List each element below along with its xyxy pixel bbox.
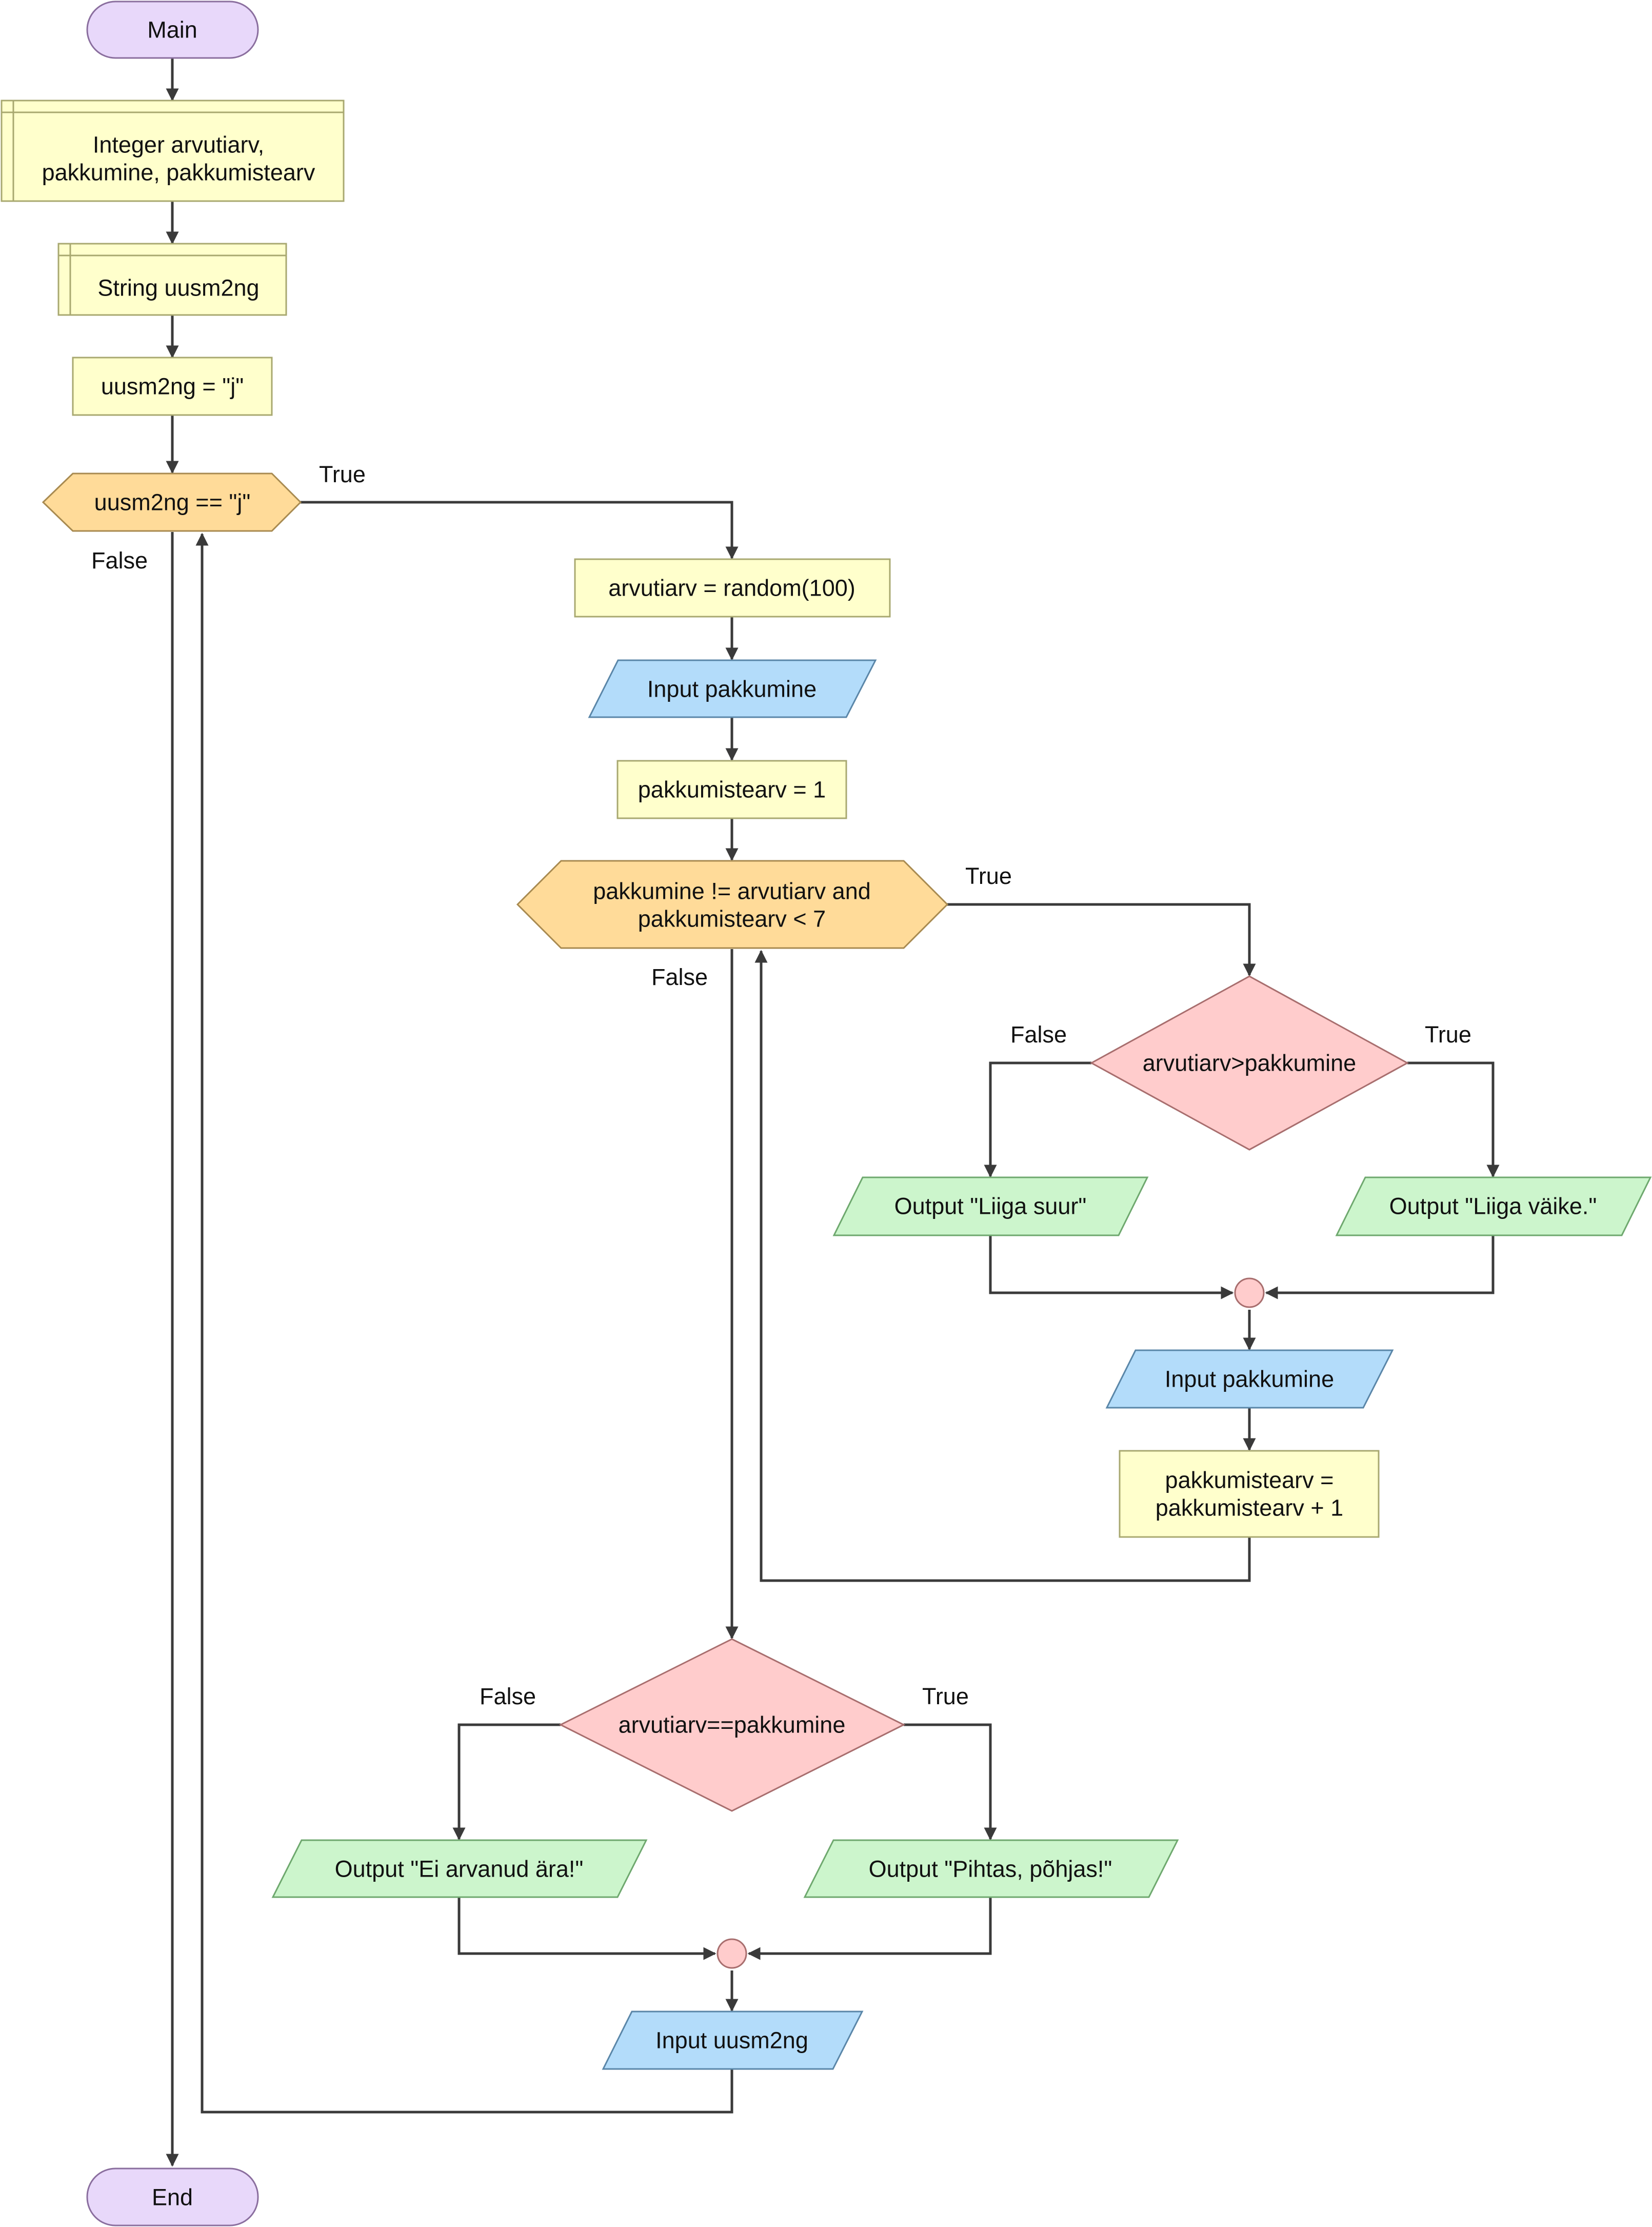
edge-inner-true xyxy=(947,903,1256,977)
assign-count-increment-line2: pakkumistearv + 1 xyxy=(1156,1495,1343,1521)
decision-equal-label: arvutiarv==pakkumine xyxy=(619,1712,846,1738)
edge-gt-false xyxy=(984,1061,1091,1178)
assign-uusm2ng: uusm2ng = "j" xyxy=(72,357,273,416)
assign-count-increment-line1: pakkumistearv = xyxy=(1165,1467,1334,1493)
edge-eq-true xyxy=(904,1723,997,1841)
declare-integers-line2: pakkumine, pakkumistearv xyxy=(42,160,315,186)
edge-increment-loop-back xyxy=(754,950,1251,1582)
decision-equal: arvutiarv==pakkumine xyxy=(559,1638,906,1812)
decision-greater-label: arvutiarv>pakkumine xyxy=(1143,1050,1356,1076)
label-outer-true: True xyxy=(319,461,366,487)
label-outer-false: False xyxy=(91,547,148,574)
output-liiga-suur-label: Output "Liiga suur" xyxy=(894,1193,1087,1219)
assign-count-increment: pakkumistearv = pakkumistearv + 1 xyxy=(1119,1450,1380,1538)
output-pihtas: Output "Pihtas, põhjas!" xyxy=(803,1839,1179,1898)
output-liiga-suur: Output "Liiga suur" xyxy=(832,1176,1149,1236)
loop-outer: uusm2ng == "j" xyxy=(42,472,302,532)
loop-outer-label: uusm2ng == "j" xyxy=(94,489,251,516)
input-pakkumine-second: Input pakkumine xyxy=(1105,1349,1394,1409)
edge-eq-false xyxy=(452,1723,561,1841)
edge-labels: True False True False False True False T… xyxy=(91,461,1471,1709)
label-eq-false: False xyxy=(480,1683,536,1709)
label-inner-true: True xyxy=(965,863,1012,889)
input-pakkumine-second-label: Input pakkumine xyxy=(1165,1366,1334,1392)
edge-outer-loop-back xyxy=(195,533,733,2114)
terminal-main-label: Main xyxy=(147,17,197,43)
terminal-end: End xyxy=(86,2167,259,2226)
label-inner-false: False xyxy=(651,964,708,990)
label-eq-true: True xyxy=(922,1683,969,1709)
merge-junction-outer xyxy=(716,1938,747,1969)
label-gt-false: False xyxy=(1010,1021,1067,1048)
input-uusm2ng-label: Input uusm2ng xyxy=(655,2027,808,2054)
assign-count-init-label: pakkumistearv = 1 xyxy=(638,777,826,803)
output-ei-arvanud-label: Output "Ei arvanud ära!" xyxy=(335,1856,584,1882)
output-liiga-vaike-label: Output "Liiga väike." xyxy=(1389,1193,1597,1219)
assign-count-init: pakkumistearv = 1 xyxy=(616,760,847,819)
edge-hit-to-merge xyxy=(747,1898,992,1960)
loop-inner: pakkumine != arvutiarv and pakkumistearv… xyxy=(516,860,949,949)
edge-miss-to-merge xyxy=(457,1898,716,1960)
loop-inner-line1: pakkumine != arvutiarv and xyxy=(593,878,871,904)
declare-string: String uusm2ng xyxy=(57,243,287,316)
input-pakkumine-first: Input pakkumine xyxy=(588,659,877,718)
edges xyxy=(166,58,1500,2167)
terminal-end-label: End xyxy=(152,2184,193,2211)
edge-gt-true xyxy=(1407,1061,1500,1178)
label-gt-true: True xyxy=(1425,1021,1471,1048)
input-uusm2ng: Input uusm2ng xyxy=(602,2011,864,2070)
decision-greater: arvutiarv>pakkumine xyxy=(1089,975,1409,1151)
assign-uusm2ng-label: uusm2ng = "j" xyxy=(101,373,244,400)
output-pihtas-label: Output "Pihtas, põhjas!" xyxy=(869,1856,1112,1882)
declare-integers: Integer arvutiarv, pakkumine, pakkumiste… xyxy=(1,100,345,202)
merge-junction-inner xyxy=(1234,1277,1265,1308)
terminal-main: Main xyxy=(86,1,259,59)
edge-small-to-merge xyxy=(1265,1236,1495,1299)
edge-outer-true xyxy=(301,501,739,560)
declare-string-label: String uusm2ng xyxy=(97,275,259,301)
output-liiga-vaike: Output "Liiga väike." xyxy=(1335,1176,1652,1236)
output-ei-arvanud: Output "Ei arvanud ära!" xyxy=(271,1839,648,1898)
input-pakkumine-first-label: Input pakkumine xyxy=(647,676,817,702)
assign-random-label: arvutiarv = random(100) xyxy=(608,575,855,601)
loop-inner-line2: pakkumistearv < 7 xyxy=(638,906,826,932)
declare-integers-line1: Integer arvutiarv, xyxy=(93,132,264,158)
edge-big-to-merge xyxy=(989,1236,1234,1299)
assign-random: arvutiarv = random(100) xyxy=(574,558,891,618)
